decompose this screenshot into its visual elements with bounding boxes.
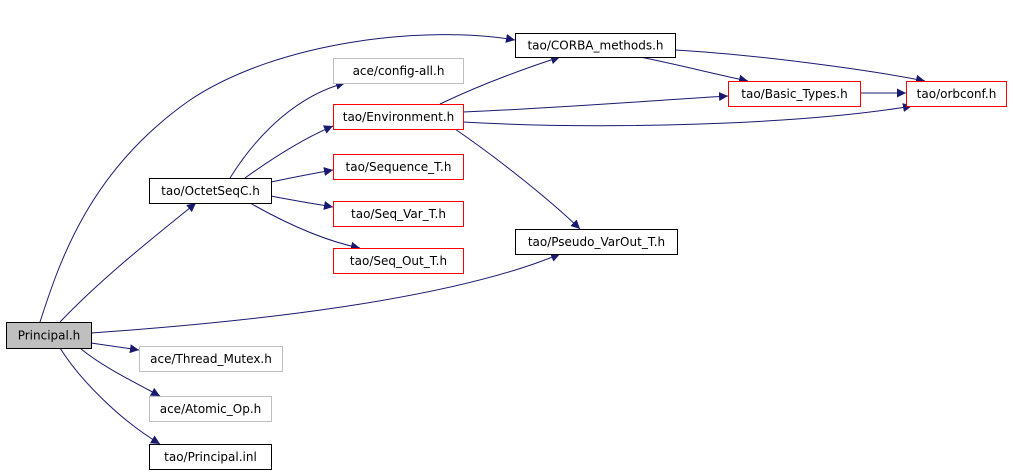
node-box — [728, 81, 861, 107]
node-atomic_op[interactable]: ace/Atomic_Op.h — [149, 396, 272, 422]
node-label: tao/Pseudo_VarOut_T.h — [528, 235, 665, 249]
node-orbconf[interactable]: tao/orbconf.h — [906, 81, 1007, 107]
node-seq_out_t[interactable]: tao/Seq_Out_T.h — [333, 248, 464, 274]
node-thread_mutex[interactable]: ace/Thread_Mutex.h — [139, 346, 283, 372]
edge-corba_methods-to-basic_types — [639, 56, 749, 84]
edge-principal-to-principal_inl — [59, 347, 161, 445]
edge-octetseqc-to-environment — [244, 125, 334, 179]
node-box — [139, 346, 283, 372]
node-label: ace/config-all.h — [353, 64, 445, 78]
node-label: tao/CORBA_methods.h — [527, 39, 663, 53]
node-principal[interactable]: Principal.h — [6, 322, 92, 349]
node-label: tao/Principal.inl — [164, 450, 257, 464]
node-box — [333, 154, 464, 180]
node-box — [149, 396, 272, 422]
edge-principal-to-octetseqc — [59, 202, 197, 323]
node-label: tao/Environment.h — [343, 110, 455, 124]
node-seq_var_t[interactable]: tao/Seq_Var_T.h — [333, 201, 464, 227]
node-box — [515, 33, 676, 58]
node-box — [906, 81, 1007, 107]
node-label: ace/Atomic_Op.h — [160, 402, 262, 416]
edge-principal-to-corba_methods — [39, 34, 516, 323]
edge-principal-to-pseudo_varout — [90, 253, 561, 334]
node-label: Principal.h — [18, 329, 81, 343]
node-label: ace/Thread_Mutex.h — [150, 352, 272, 366]
edges-layer — [39, 34, 926, 445]
node-label: tao/Seq_Out_T.h — [350, 254, 447, 268]
node-octetseqc[interactable]: tao/OctetSeqC.h — [149, 178, 272, 204]
node-label: tao/orbconf.h — [917, 87, 997, 101]
node-label: tao/OctetSeqC.h — [161, 184, 260, 198]
node-box — [515, 229, 678, 255]
node-basic_types[interactable]: tao/Basic_Types.h — [728, 81, 861, 107]
node-label: tao/Basic_Types.h — [741, 87, 847, 101]
node-box — [333, 104, 464, 130]
node-box — [333, 58, 464, 84]
node-label: tao/Seq_Var_T.h — [351, 207, 446, 221]
node-box — [333, 248, 464, 274]
node-pseudo_varout[interactable]: tao/Pseudo_VarOut_T.h — [515, 229, 678, 255]
edge-environment-to-basic_types — [462, 92, 729, 113]
node-corba_methods[interactable]: tao/CORBA_methods.h — [515, 33, 676, 58]
edge-corba_methods-to-orbconf — [674, 49, 926, 84]
edge-octetseqc-to-seq_out_t — [249, 202, 361, 251]
node-box — [333, 201, 464, 227]
edge-principal-to-atomic_op — [79, 347, 161, 397]
edge-principal-to-thread_mutex — [90, 342, 140, 354]
nodes-layer: Principal.h tao/CORBA_methods.h ace/config… — [6, 33, 1007, 470]
node-box — [6, 322, 92, 349]
edge-octetseqc-to-sequence_t — [270, 167, 334, 183]
node-sequence_t[interactable]: tao/Sequence_T.h — [333, 154, 464, 180]
node-box — [149, 178, 272, 204]
node-config_all[interactable]: ace/config-all.h — [333, 58, 464, 84]
edge-environment-to-orbconf — [462, 103, 913, 127]
node-box — [149, 444, 272, 470]
node-label: tao/Sequence_T.h — [346, 160, 452, 174]
node-principal_inl[interactable]: tao/Principal.inl — [149, 444, 272, 470]
edge-environment-to-corba_methods — [439, 55, 561, 105]
edge-environment-to-pseudo_varout — [454, 128, 581, 230]
node-environment[interactable]: tao/Environment.h — [333, 104, 464, 130]
edge-octetseqc-to-config_all — [229, 80, 346, 179]
edge-octetseqc-to-seq_var_t — [270, 195, 334, 210]
